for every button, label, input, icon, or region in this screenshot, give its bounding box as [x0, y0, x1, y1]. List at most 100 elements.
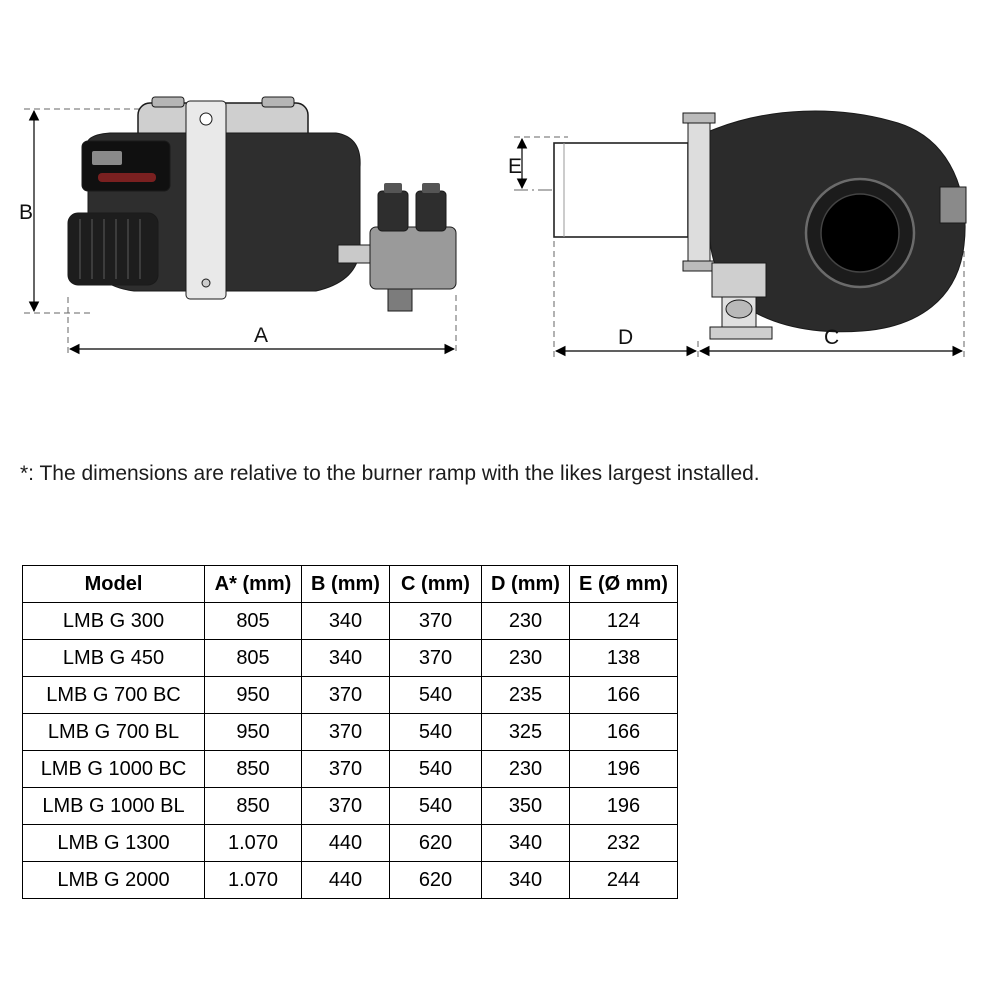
dimension-label-c: C	[824, 326, 839, 349]
header-model: Model	[22, 565, 205, 603]
dimension-value-cell: 370	[389, 639, 482, 677]
flange-bolt	[199, 112, 213, 126]
table-header-row: Model A* (mm) B (mm) C (mm) D (mm) E (Ø …	[22, 565, 678, 603]
dimension-value-cell: 540	[389, 787, 482, 825]
dimension-value-cell: 350	[481, 787, 570, 825]
tube	[553, 142, 689, 238]
dimension-value-cell: 440	[301, 861, 390, 899]
header-c-mm: C (mm)	[389, 565, 482, 603]
dimension-label-d: D	[618, 326, 633, 349]
dimension-value-cell: 540	[389, 750, 482, 788]
gas-inlet-port	[725, 299, 753, 319]
mounting-flange	[185, 100, 227, 300]
technical-drawings: B	[18, 95, 982, 395]
header-e-diameter-mm: E (Ø mm)	[569, 565, 678, 603]
dimension-value-cell: 1.070	[204, 824, 302, 862]
solenoid-cap	[422, 183, 440, 193]
motor	[67, 212, 159, 286]
dimension-value-cell: 325	[481, 713, 570, 751]
dimension-value-cell: 230	[481, 750, 570, 788]
dimension-value-cell: 370	[389, 602, 482, 640]
dimension-value-cell: 232	[569, 824, 678, 862]
dimension-value-cell: 850	[204, 787, 302, 825]
burner-body	[67, 96, 361, 300]
dimension-label-b: B	[19, 201, 33, 224]
dimension-value-cell: 124	[569, 602, 678, 640]
dimension-value-cell: 340	[481, 861, 570, 899]
top-lug	[261, 96, 295, 108]
dimension-value-cell: 805	[204, 639, 302, 677]
dimension-value-cell: 235	[481, 676, 570, 714]
blast-tube	[553, 142, 689, 238]
top-lug	[151, 96, 185, 108]
dimension-value-cell: 196	[569, 787, 678, 825]
solenoid-coil	[377, 190, 409, 232]
model-cell: LMB G 1000 BL	[22, 787, 205, 825]
dimension-value-cell: 370	[301, 787, 390, 825]
dimension-value-cell: 805	[204, 602, 302, 640]
burner-side-view-left: B	[19, 96, 457, 355]
solenoid-cap	[384, 183, 402, 193]
gas-inlet-assembly	[709, 262, 773, 340]
dimension-value-cell: 1.070	[204, 861, 302, 899]
footnote: *: The dimensions are relative to the bu…	[20, 462, 760, 485]
brand-badge	[98, 173, 156, 182]
air-inlet	[820, 193, 900, 273]
header-b-mm: B (mm)	[301, 565, 390, 603]
dimension-value-cell: 230	[481, 602, 570, 640]
dimension-value-cell: 230	[481, 639, 570, 677]
dimension-value-cell: 370	[301, 750, 390, 788]
burner-side-view-right: E	[508, 110, 967, 357]
valve-outlet	[387, 288, 413, 312]
dimension-value-cell: 244	[569, 861, 678, 899]
dimension-value-cell: 166	[569, 676, 678, 714]
model-cell: LMB G 1000 BC	[22, 750, 205, 788]
control-box	[81, 140, 171, 192]
dimension-value-cell: 950	[204, 713, 302, 751]
flange-bolt	[682, 112, 716, 124]
flange-bolt	[201, 278, 211, 288]
dimension-value-cell: 950	[204, 676, 302, 714]
dimension-label-a: A	[254, 324, 268, 347]
dimension-value-cell: 340	[481, 824, 570, 862]
solenoid-coil	[415, 190, 447, 232]
dimension-value-cell: 850	[204, 750, 302, 788]
gas-train	[337, 183, 457, 312]
model-cell: LMB G 2000	[22, 861, 205, 899]
header-d-mm: D (mm)	[481, 565, 570, 603]
model-cell: LMB G 1300	[22, 824, 205, 862]
dimension-value-cell: 196	[569, 750, 678, 788]
control-display	[92, 151, 122, 165]
dimensions-table: Model A* (mm) B (mm) C (mm) D (mm) E (Ø …	[22, 565, 678, 899]
model-cell: LMB G 450	[22, 639, 205, 677]
motor-fins	[79, 219, 141, 279]
dimension-value-cell: 440	[301, 824, 390, 862]
dimension-value-cell: 540	[389, 713, 482, 751]
dimension-value-cell: 620	[389, 861, 482, 899]
dimension-label-e: E	[508, 155, 522, 178]
dimension-value-cell: 340	[301, 639, 390, 677]
dimension-value-cell: 340	[301, 602, 390, 640]
dimension-value-cell: 540	[389, 676, 482, 714]
model-cell: LMB G 300	[22, 602, 205, 640]
dimension-value-cell: 138	[569, 639, 678, 677]
valve-body	[369, 226, 457, 290]
dimension-value-cell: 370	[301, 676, 390, 714]
dimension-value-cell: 620	[389, 824, 482, 862]
gas-inlet-base	[709, 326, 773, 340]
side-plate	[939, 186, 967, 224]
model-cell: LMB G 700 BC	[22, 676, 205, 714]
dimension-value-cell: 166	[569, 713, 678, 751]
flange-bolt	[682, 260, 716, 272]
flange-plate	[687, 120, 711, 264]
